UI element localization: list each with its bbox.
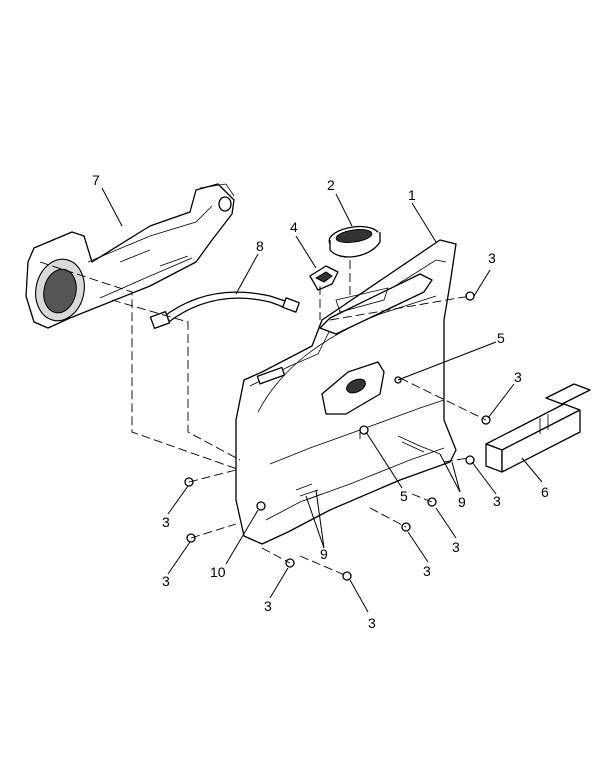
callout-3: 3 — [493, 493, 501, 509]
callout-9: 9 — [320, 546, 328, 562]
callout-3: 3 — [514, 369, 522, 385]
leader-lines — [101, 187, 543, 613]
callout-3: 3 — [423, 563, 431, 579]
callout-8: 8 — [256, 238, 264, 254]
fasteners — [184, 291, 491, 581]
part-2-handle-bezel — [328, 225, 381, 258]
callout-10: 10 — [210, 564, 226, 580]
part-6-foam-blocks — [485, 383, 591, 473]
callout-4: 4 — [290, 219, 298, 235]
callout-7: 7 — [92, 172, 100, 188]
callout-3: 3 — [264, 598, 272, 614]
callout-2: 2 — [327, 177, 335, 193]
callout-3: 3 — [452, 539, 460, 555]
callout-3: 3 — [488, 250, 496, 266]
callout-3: 3 — [368, 615, 376, 631]
callout-5: 5 — [400, 488, 408, 504]
callout-6: 6 — [541, 484, 549, 500]
callout-3: 3 — [162, 573, 170, 589]
callout-labels: 1 2 3 3 3 3 3 3 3 3 3 4 5 5 6 7 8 9 9 10 — [92, 172, 549, 631]
part-1-door-trim-panel — [235, 239, 457, 545]
alignment-lines — [39, 260, 487, 577]
callout-3: 3 — [162, 514, 170, 530]
part-4-switch — [309, 265, 339, 291]
part-7-speaker-bracket — [25, 183, 235, 329]
part-9-clips — [295, 435, 441, 501]
callout-1: 1 — [408, 187, 416, 203]
callout-9: 9 — [458, 494, 466, 510]
part-8-wire-harness — [149, 291, 300, 330]
callout-5: 5 — [497, 330, 505, 346]
